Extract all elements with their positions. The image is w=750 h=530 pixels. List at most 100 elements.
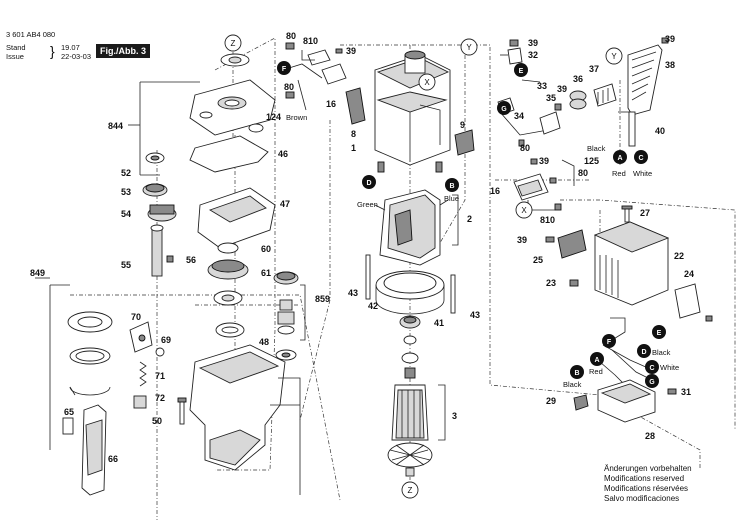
part-label-53: 53 bbox=[121, 187, 131, 197]
part-label-61: 61 bbox=[261, 268, 271, 278]
screw-43b bbox=[450, 274, 456, 314]
connector-x-right: X bbox=[521, 206, 527, 215]
wire-red-bottom-label: Red bbox=[589, 367, 603, 376]
part-label-37: 37 bbox=[589, 64, 599, 74]
spindle-shaft-55 bbox=[151, 227, 163, 277]
connector-y-top: Y bbox=[466, 43, 472, 52]
part-label-28: 28 bbox=[645, 431, 655, 441]
pin-65 bbox=[62, 417, 74, 435]
connector-y-right: Y bbox=[611, 52, 617, 61]
part-label-9: 9 bbox=[460, 120, 465, 130]
stand-issue-values: 19.07 22-03-03 bbox=[61, 43, 91, 61]
note-es: Salvo modificaciones bbox=[604, 494, 680, 503]
connector-z-bottom: Z bbox=[408, 486, 413, 495]
stand-issue-block: Stand Issue bbox=[6, 43, 26, 61]
part-label-60: 60 bbox=[261, 244, 271, 254]
note-en: Modifications reserved bbox=[604, 474, 685, 483]
part-label-55: 55 bbox=[121, 260, 131, 270]
part-label-80-b: 80 bbox=[284, 82, 294, 92]
part-label-43-a: 43 bbox=[348, 288, 358, 298]
bubble-b-bottom: B bbox=[574, 370, 579, 377]
part-label-70: 70 bbox=[131, 312, 141, 322]
cover-9 bbox=[454, 129, 475, 156]
spring-71 bbox=[139, 361, 147, 387]
part-label-36: 36 bbox=[573, 74, 583, 84]
part-label-844: 844 bbox=[108, 121, 123, 131]
motor-assembly bbox=[285, 42, 475, 477]
label-25 bbox=[557, 229, 587, 259]
part-label-47: 47 bbox=[280, 199, 290, 209]
wire-red-top-label: Red bbox=[612, 169, 626, 178]
block-72 bbox=[133, 395, 147, 409]
part-label-33: 33 bbox=[537, 81, 547, 91]
part-label-46: 46 bbox=[278, 149, 288, 159]
part-label-39-f: 39 bbox=[517, 235, 527, 245]
flap-24 bbox=[674, 283, 701, 319]
wire-bubbles: F D B E G A C E F A D C B G bbox=[277, 61, 666, 388]
part-label-23: 23 bbox=[546, 278, 556, 288]
wire-blue-label: Blue bbox=[444, 194, 459, 203]
wire-white-top-label: White bbox=[633, 169, 652, 178]
part-label-66: 66 bbox=[108, 454, 118, 464]
part-label-810-b: 810 bbox=[540, 215, 555, 225]
wire-green-label: Green bbox=[357, 200, 378, 209]
part-label-2: 2 bbox=[467, 214, 472, 224]
part-label-39-b: 39 bbox=[528, 38, 538, 48]
part-label-50: 50 bbox=[152, 416, 162, 426]
part-label-22: 22 bbox=[674, 251, 684, 261]
part-label-54: 54 bbox=[121, 209, 131, 219]
part-label-80-c: 80 bbox=[520, 143, 530, 153]
screw-43a bbox=[365, 254, 371, 300]
note-de: Änderungen vorbehalten bbox=[604, 464, 692, 473]
modification-notes: Änderungen vorbehalten Modifications res… bbox=[604, 464, 692, 504]
part-label-38: 38 bbox=[665, 60, 675, 70]
gearbox-assembly bbox=[128, 53, 306, 495]
part-label-8: 8 bbox=[351, 129, 356, 139]
wire-black-bottom2-label: Black bbox=[563, 380, 582, 389]
terminal-block-37 bbox=[593, 83, 617, 107]
part-label-42: 42 bbox=[368, 301, 378, 311]
bubble-c-bottom: C bbox=[649, 365, 654, 372]
part-29 bbox=[573, 394, 589, 411]
part-label-39-d: 39 bbox=[557, 84, 567, 94]
part-label-29: 29 bbox=[546, 396, 556, 406]
bubble-e-bottom: E bbox=[657, 330, 662, 337]
part-label-27: 27 bbox=[640, 208, 650, 218]
part-label-72: 72 bbox=[155, 393, 165, 403]
bubble-f-bottom: F bbox=[607, 339, 612, 346]
part-label-40: 40 bbox=[655, 126, 665, 136]
bubble-g-top: G bbox=[501, 106, 507, 113]
bubble-f-top: F bbox=[282, 66, 287, 73]
bubble-d-center: D bbox=[366, 180, 371, 187]
tool-holder-assembly bbox=[35, 277, 165, 496]
bubble-g-bottom: G bbox=[649, 379, 655, 386]
screw-27 bbox=[624, 207, 630, 223]
part-label-52: 52 bbox=[121, 168, 131, 178]
bubble-a-top: A bbox=[617, 155, 622, 162]
connector-z-top: Z bbox=[231, 39, 236, 48]
doc-header: 3 601 AB4 080 bbox=[6, 30, 55, 39]
connector-x-mid: X bbox=[424, 78, 430, 87]
part-label-125: 125 bbox=[584, 156, 599, 166]
part-label-56: 56 bbox=[186, 255, 196, 265]
doc-number: 3 601 AB4 080 bbox=[6, 30, 56, 39]
part-label-124: 124 bbox=[266, 112, 281, 122]
gasket bbox=[189, 135, 269, 173]
bubble-d-bottom: D bbox=[641, 349, 646, 356]
label-8 bbox=[345, 87, 366, 125]
bubble-b-center: B bbox=[449, 183, 454, 190]
issue-value: 22-03-03 bbox=[61, 52, 92, 61]
electrical-assembly bbox=[497, 37, 713, 423]
part-label-810-a: 810 bbox=[303, 36, 318, 46]
part-label-16-b: 16 bbox=[490, 186, 500, 196]
bubble-a-bottom: A bbox=[594, 357, 599, 364]
part-label-41: 41 bbox=[434, 318, 444, 328]
wire-white-bottom-label: White bbox=[660, 363, 679, 372]
stand-label: Stand bbox=[6, 43, 26, 52]
figure-label: Fig./Abb. 3 bbox=[96, 44, 150, 58]
part-label-80-a: 80 bbox=[286, 31, 296, 41]
switch-16 bbox=[321, 63, 347, 85]
bubble-c-top: C bbox=[638, 155, 643, 162]
part-69 bbox=[155, 347, 165, 357]
